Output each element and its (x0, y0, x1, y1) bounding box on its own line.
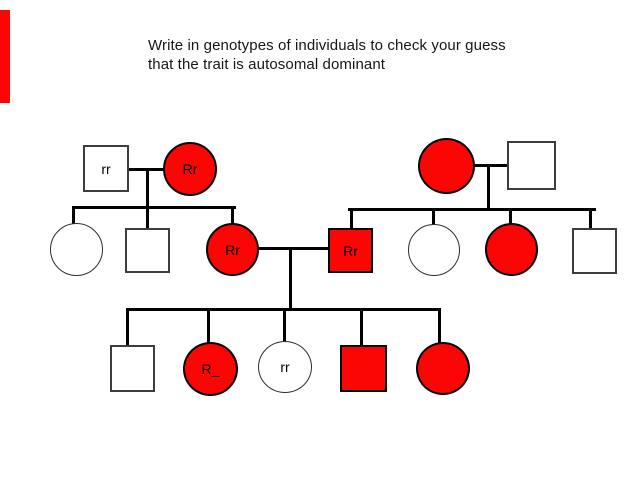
slide-title-line2: that the trait is autosomal dominant (148, 56, 386, 73)
drop-line-II-5 (432, 210, 435, 225)
drop-line-III-1 (126, 310, 129, 346)
descent-line-gen2-middle (289, 249, 292, 309)
drop-line-II-6 (509, 210, 512, 225)
genotype-label-II-4: Rr (343, 242, 358, 259)
drop-line-III-2 (207, 310, 210, 343)
slide-title: Write in genotypes of individuals to che… (148, 36, 568, 74)
individual-III-3-female-unaffected: rr (258, 341, 312, 393)
individual-I-1-male-unaffected: rr (83, 145, 129, 192)
drop-line-II-4 (350, 210, 353, 229)
drop-line-III-4 (360, 310, 363, 346)
individual-I-4-male-unaffected (507, 141, 556, 190)
individual-II-1-female-unaffected (50, 223, 103, 276)
individual-III-2-female-affected: R_ (183, 342, 238, 396)
sibship-bar-gen3 (126, 308, 441, 311)
couple-line-gen2-middle (258, 247, 329, 250)
individual-II-3-female-affected: Rr (206, 223, 259, 276)
individual-II-7-male-unaffected (572, 228, 617, 274)
drop-line-II-3 (231, 208, 234, 225)
drop-line-II-7 (589, 210, 592, 229)
genotype-label-II-3: Rr (225, 241, 240, 258)
genotype-label-III-2: R_ (201, 361, 220, 377)
sibship-bar-gen2-left (72, 206, 236, 209)
individual-II-4-male-affected: Rr (328, 228, 373, 273)
individual-III-5-female-affected (416, 342, 470, 395)
individual-II-2-male-unaffected (125, 228, 170, 273)
individual-II-5-female-unaffected (408, 224, 460, 276)
sibship-bar-gen2-right (348, 208, 596, 211)
drop-line-III-5 (438, 310, 441, 343)
individual-I-2-female-affected: Rr (163, 142, 217, 196)
drop-line-II-1 (72, 208, 75, 225)
descent-line-gen1-right (487, 166, 490, 210)
couple-line-gen1-left (128, 168, 164, 171)
individual-II-6-female-affected (485, 223, 538, 276)
drop-line-II-2 (146, 208, 149, 229)
descent-line-gen1-left (146, 170, 149, 208)
genotype-label-III-3: rr (280, 359, 290, 375)
genotype-label-I-2: Rr (182, 161, 198, 177)
individual-I-3-female-affected (418, 138, 475, 194)
slide-title-line1: Write in genotypes of individuals to che… (148, 37, 506, 54)
genotype-label-I-1: rr (101, 160, 111, 177)
couple-line-gen1-right (474, 164, 508, 167)
individual-III-4-male-affected (340, 345, 387, 392)
drop-line-III-3 (283, 310, 286, 342)
individual-III-1-male-unaffected (110, 345, 155, 392)
accent-bar (0, 10, 10, 103)
